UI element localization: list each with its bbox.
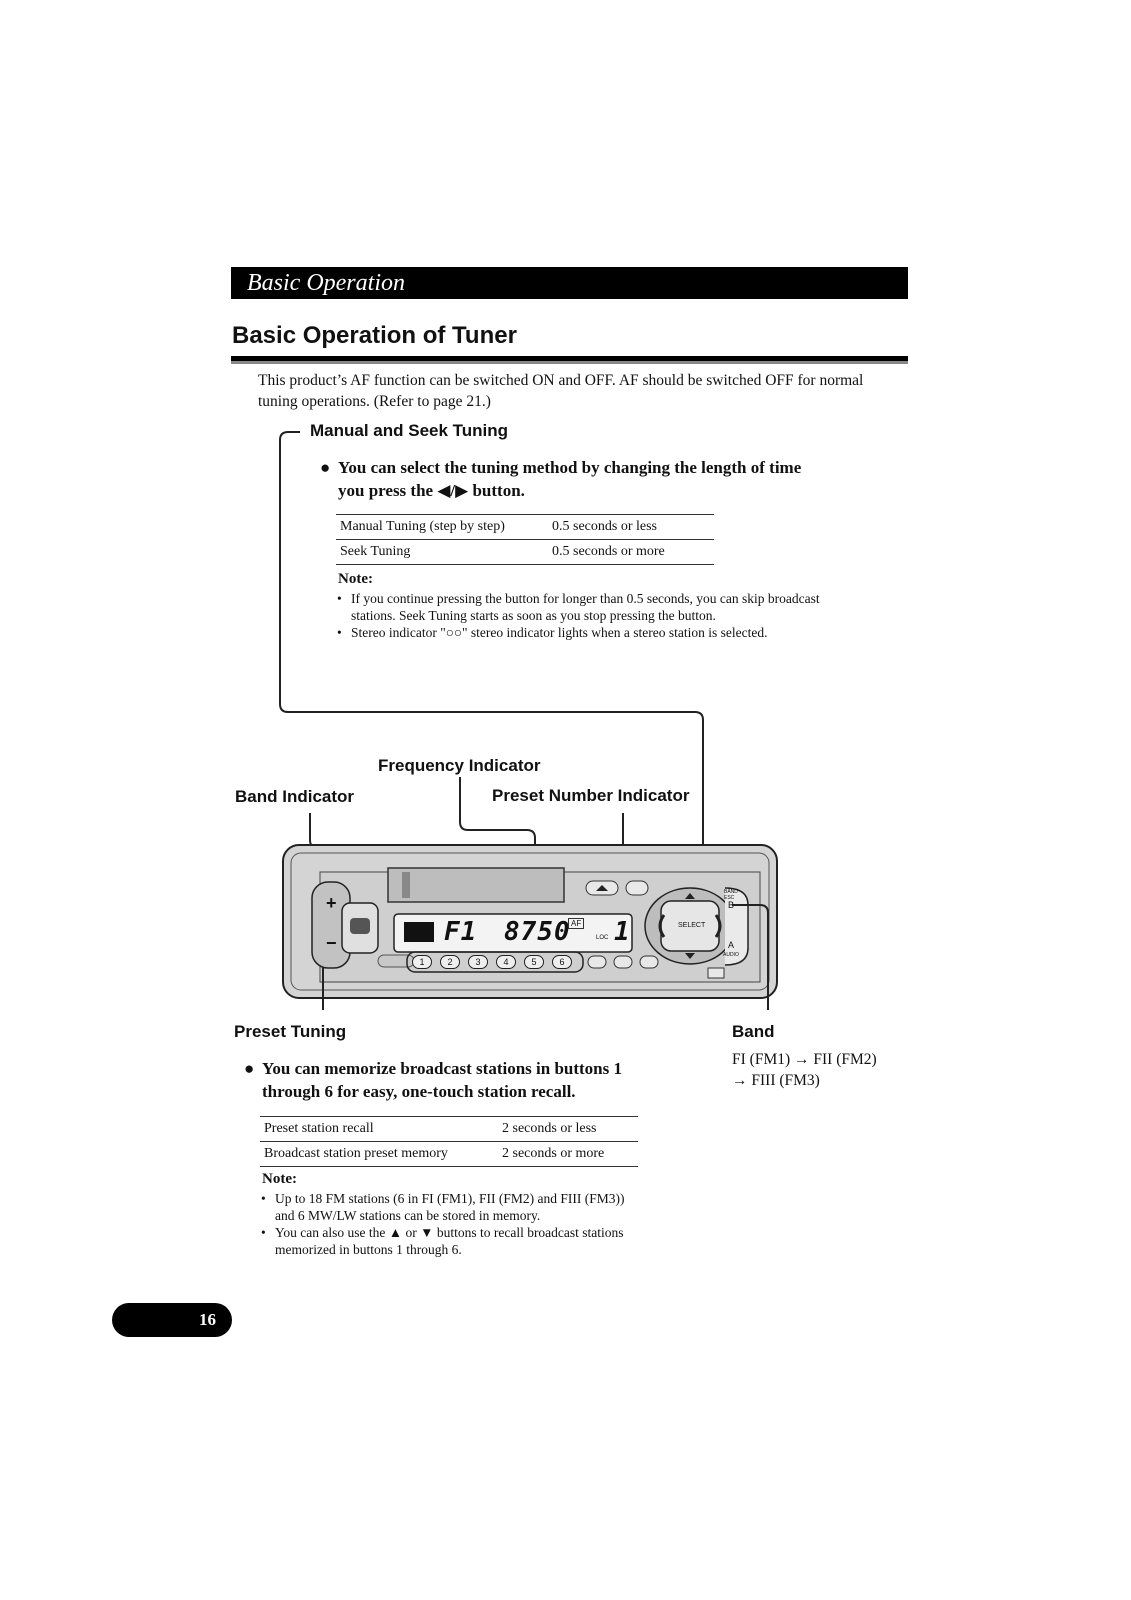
list-item: Stereo indicator "○○" stereo indicator l…	[336, 624, 836, 641]
intro-paragraph: This product’s AF function can be switch…	[258, 372, 864, 410]
manual-seek-bullet-text: You can select the tuning method by chan…	[338, 458, 802, 500]
preset-number-indicator-label: Preset Number Indicator	[492, 786, 690, 805]
band-leader	[732, 904, 769, 1010]
preset-bullet-text: You can memorize broadcast stations in b…	[262, 1059, 623, 1101]
preset-bullet: ● You can memorize broadcast stations in…	[244, 1057, 662, 1103]
preset-button-6[interactable]: 6	[552, 955, 572, 969]
volume-plus-label: +	[326, 893, 337, 913]
section-header-bar: Basic Operation	[231, 267, 908, 299]
title-rule	[231, 356, 908, 361]
select-label: SELECT	[678, 922, 706, 929]
volume-minus-label: −	[326, 933, 337, 953]
preset-note-title: Note:	[262, 1171, 297, 1187]
a-label: A	[728, 940, 735, 950]
manual-seek-table: Manual Tuning (step by step) 0.5 seconds…	[336, 514, 714, 565]
list-item: You can also use the ▲ or ▼ buttons to r…	[260, 1224, 640, 1258]
display-preset-number: 1	[614, 917, 630, 947]
b-label: B	[728, 900, 735, 910]
table-cell: Broadcast station preset memory	[260, 1141, 498, 1167]
table-row: Preset station recall 2 seconds or less	[260, 1116, 638, 1142]
table-cell: 0.5 seconds or less	[548, 514, 714, 540]
band-sequence-line1: FI (FM1) → FII (FM2)	[732, 1051, 877, 1068]
page-title: Basic Operation of Tuner	[232, 322, 517, 349]
table-cell: Preset station recall	[260, 1116, 498, 1142]
preset-buttons: 1 2 3 4 5 6	[412, 955, 572, 969]
table-row: Broadcast station preset memory 2 second…	[260, 1141, 638, 1167]
frequency-indicator-leader	[459, 777, 536, 915]
preset-button-1[interactable]: 1	[412, 955, 432, 969]
display-band: F1	[444, 917, 478, 947]
frequency-indicator-label: Frequency Indicator	[378, 756, 541, 775]
manual-seek-note-title: Note:	[338, 571, 373, 587]
table-cell: 2 seconds or more	[498, 1141, 638, 1167]
table-cell: Seek Tuning	[336, 539, 548, 565]
bullet-icon: ●	[320, 458, 331, 477]
preset-button-3[interactable]: 3	[468, 955, 488, 969]
manual-seek-bullet: ● You can select the tuning method by ch…	[320, 456, 828, 502]
table-cell: 0.5 seconds or more	[548, 539, 714, 565]
band-sequence-line2: → FIII (FM3)	[732, 1072, 820, 1089]
cassette-slot	[387, 867, 565, 903]
page-number-badge: 16	[112, 1303, 232, 1337]
preset-table: Preset station recall 2 seconds or less …	[260, 1116, 638, 1167]
band-indicator-label: Band Indicator	[235, 787, 355, 806]
title-rule-shade	[231, 361, 908, 364]
audio-label: AUDIO	[723, 952, 739, 958]
table-cell: Manual Tuning (step by step)	[336, 514, 548, 540]
table-row: Seek Tuning 0.5 seconds or more	[336, 539, 714, 565]
preset-button-4[interactable]: 4	[496, 955, 516, 969]
list-item: If you continue pressing the button for …	[336, 590, 836, 624]
list-item: Up to 18 FM stations (6 in FI (FM1), FII…	[260, 1190, 640, 1224]
table-row: Manual Tuning (step by step) 0.5 seconds…	[336, 514, 714, 540]
preset-button-2[interactable]: 2	[440, 955, 460, 969]
bullet-icon: ●	[244, 1059, 255, 1078]
display-af: AF	[568, 918, 585, 929]
preset-button-5[interactable]: 5	[524, 955, 544, 969]
page-number: 16	[199, 1310, 216, 1329]
display-loc: LOC	[596, 935, 609, 941]
manual-seek-bracket	[279, 431, 704, 890]
band-heading: Band	[732, 1022, 775, 1041]
header-title: Basic Operation	[247, 270, 405, 296]
manual-seek-notes: If you continue pressing the button for …	[336, 590, 836, 641]
display-frequency: 8750	[504, 917, 571, 947]
table-cell: 2 seconds or less	[498, 1116, 638, 1142]
preset-button-row	[406, 951, 584, 973]
manual-seek-heading: Manual and Seek Tuning	[310, 421, 509, 440]
preset-notes: Up to 18 FM stations (6 in FI (FM1), FII…	[260, 1190, 640, 1258]
preset-tuning-heading: Preset Tuning	[234, 1022, 347, 1041]
band-esc-label: BAND ESC	[724, 889, 738, 901]
